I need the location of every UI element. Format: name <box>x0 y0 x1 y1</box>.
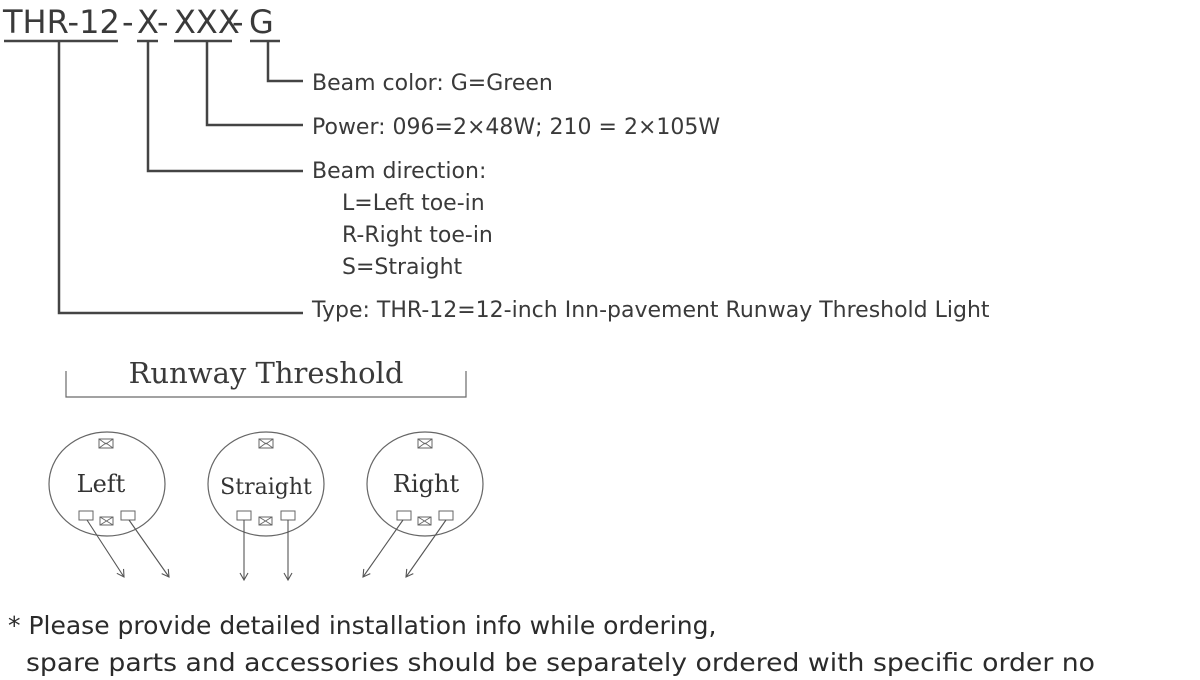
desc-beam-direction-option: L=Left toe-in <box>342 191 485 216</box>
code-separator: - <box>157 3 169 41</box>
code-separator: - <box>232 3 244 41</box>
light-housing <box>366 431 484 537</box>
leader-lines <box>57 41 303 315</box>
leader-beam-direction <box>146 41 303 173</box>
light-housing <box>207 431 325 537</box>
light-symbol-icon <box>417 516 432 526</box>
runway-threshold-title: Runway Threshold <box>129 356 404 390</box>
beam-arrow-icon <box>405 519 447 578</box>
ordering-note-line2: spare parts and accessories should be se… <box>26 648 1095 677</box>
desc-beam-direction-option: S=Straight <box>342 255 463 280</box>
runway-threshold-bracket <box>65 371 467 398</box>
light-label-right: Right <box>393 470 460 498</box>
runway-threshold-section: Runway Threshold <box>65 356 467 398</box>
leader-power <box>205 41 303 127</box>
light-right: Right <box>362 431 484 578</box>
desc-beam-direction-option: R-Right toe-in <box>342 223 493 248</box>
light-label-left: Left <box>77 470 126 498</box>
light-symbol-icon <box>258 438 274 449</box>
leader-beam-color <box>266 41 303 83</box>
light-housing <box>48 431 166 537</box>
code-part-power: XXX <box>174 3 240 41</box>
lens-window-icon <box>78 510 136 521</box>
code-part-color: G <box>249 3 274 41</box>
beam-arrow-icon <box>128 519 170 578</box>
product-code: THR-12 - X - XXX - G <box>2 3 280 43</box>
beam-arrow-icon <box>362 519 404 578</box>
svg-text:THR-12 - X -: THR-12 - X - XXX - G <box>2 3 274 41</box>
light-straight: Straight <box>207 431 325 582</box>
lens-window-icon <box>396 510 454 521</box>
code-separator: - <box>122 3 134 41</box>
leader-type <box>57 41 303 315</box>
code-part-type: THR-12 <box>2 3 120 41</box>
light-left: Left <box>48 431 170 578</box>
desc-beam-color: Beam color: G=Green <box>312 71 553 96</box>
light-symbol-icon <box>99 516 114 526</box>
desc-type: Type: THR-12=12-inch Inn-pavement Runway… <box>311 298 990 323</box>
light-symbol-icon <box>417 438 433 449</box>
desc-beam-direction-title: Beam direction: <box>312 159 486 184</box>
light-symbol-icon <box>98 438 114 449</box>
ordering-note-line1: * Please provide detailed installation i… <box>8 611 716 640</box>
light-symbol-icon <box>258 516 273 526</box>
light-label-straight: Straight <box>220 475 312 500</box>
code-part-direction: X <box>137 3 159 41</box>
beam-arrow-icon <box>86 519 125 578</box>
desc-power: Power: 096=2×48W; 210 = 2×105W <box>312 115 720 140</box>
